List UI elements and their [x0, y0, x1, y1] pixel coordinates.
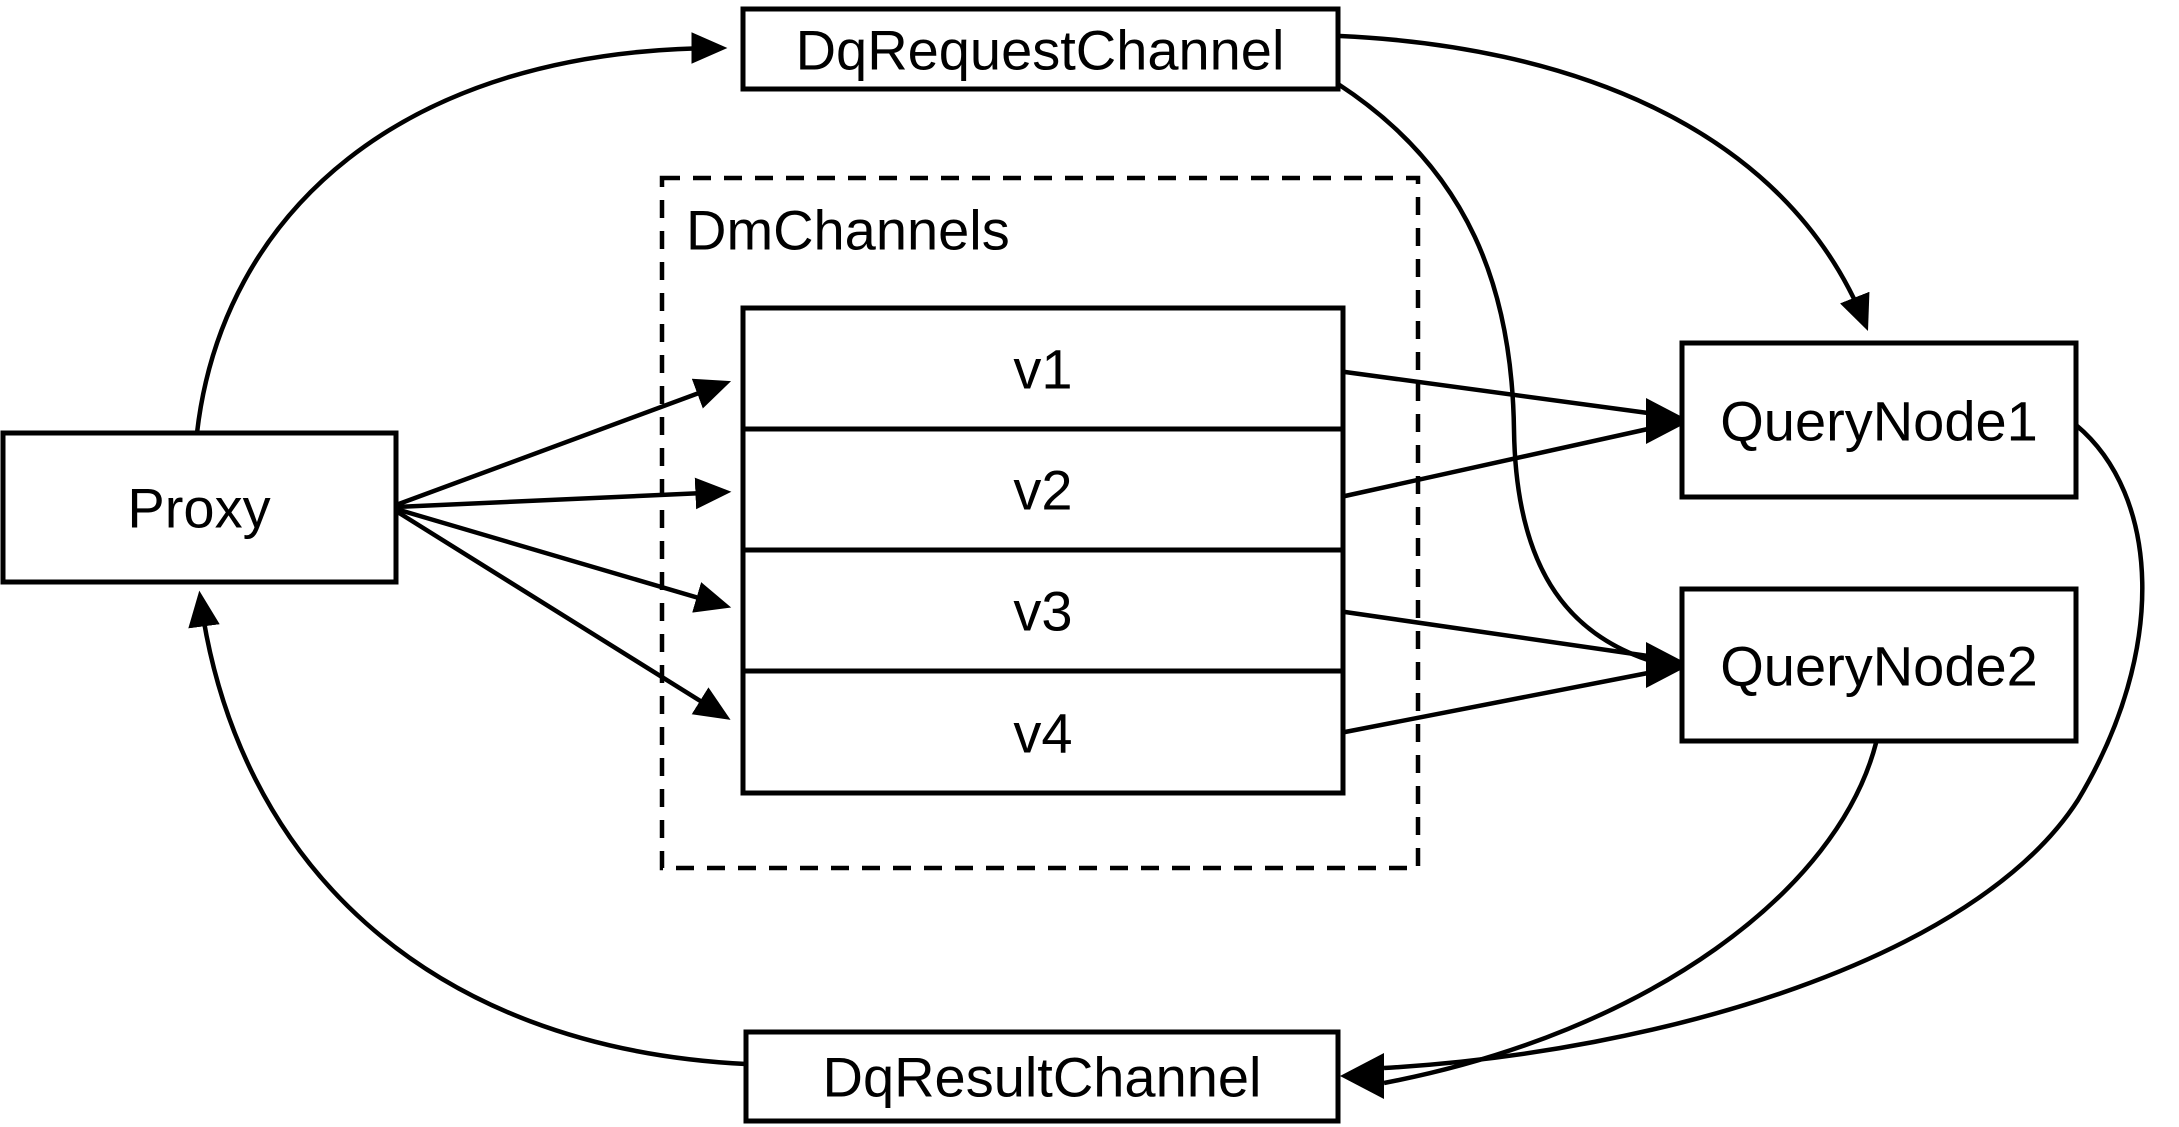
edge-v1-to-query-node-1 — [1344, 369, 1649, 416]
channel-v4-row: v4 — [740, 668, 1346, 796]
proxy-rect — [0, 430, 399, 585]
dq-result-channel-node: DqResultChannel — [743, 1029, 1341, 1124]
dq-result-channel-rect — [743, 1029, 1341, 1124]
query-node-2-rect — [1679, 586, 2079, 744]
edges-layer — [188, 32, 2145, 1099]
channel-v1-label: v1 — [1013, 338, 1072, 401]
arrowhead-into-query-node-1 — [1646, 398, 1690, 444]
channel-v2-label: v2 — [1013, 459, 1072, 522]
edge-dq-result-channel-to-proxy — [188, 590, 747, 1067]
channel-v2-row: v2 — [740, 426, 1346, 553]
edge-proxy-to-v1 — [395, 378, 732, 508]
query-node-1-rect — [1679, 340, 2079, 500]
edge-proxy-to-v3 — [395, 506, 732, 613]
channel-v3-rect — [740, 547, 1346, 674]
dq-request-channel-node: DqRequestChannel — [740, 6, 1341, 92]
channel-v4-label: v4 — [1013, 702, 1072, 765]
query-node-2-node: QueryNode2 — [1679, 586, 2079, 744]
query-node-1-label: QueryNode1 — [1720, 390, 2038, 453]
edge-query-node-2-to-dq-result-channel — [1383, 742, 1879, 1086]
edge-proxy-to-v2 — [395, 477, 732, 510]
edge-v3-to-query-node-2 — [1344, 609, 1649, 659]
arrowhead-into-dq-result-channel — [1340, 1053, 1384, 1099]
channel-v2-rect — [740, 426, 1346, 553]
edge-v2-to-query-node-1 — [1344, 426, 1649, 499]
query-node-1-node: QueryNode1 — [1679, 340, 2079, 500]
edge-query-node-1-to-dq-result-channel — [1383, 423, 2145, 1071]
dm-channels-group: DmChannels v1 v2 v3 v4 — [659, 175, 1421, 871]
edge-proxy-to-v4 — [394, 509, 731, 720]
edge-dq-request-channel-to-query-node-2 — [1336, 82, 1649, 663]
proxy-node: Proxy — [0, 430, 399, 585]
edge-proxy-to-dq-request-channel — [194, 32, 728, 434]
dq-request-channel-rect — [740, 6, 1341, 92]
dm-channels-label: DmChannels — [686, 199, 1010, 262]
channel-v3-row: v3 — [740, 547, 1346, 674]
dm-channels-border — [659, 175, 1421, 871]
channel-v4-rect — [740, 668, 1346, 796]
edge-dq-request-channel-to-query-node-1 — [1339, 33, 1870, 332]
channel-v3-label: v3 — [1013, 580, 1072, 643]
query-node-2-label: QueryNode2 — [1720, 635, 2038, 698]
arrowhead-into-query-node-2 — [1646, 642, 1690, 688]
channel-v1-rect — [740, 305, 1346, 432]
dq-result-channel-label: DqResultChannel — [823, 1046, 1262, 1109]
edge-v4-to-query-node-2 — [1344, 670, 1649, 735]
proxy-label: Proxy — [127, 477, 270, 540]
channel-v1-row: v1 — [740, 305, 1346, 432]
dq-request-channel-label: DqRequestChannel — [796, 19, 1285, 82]
